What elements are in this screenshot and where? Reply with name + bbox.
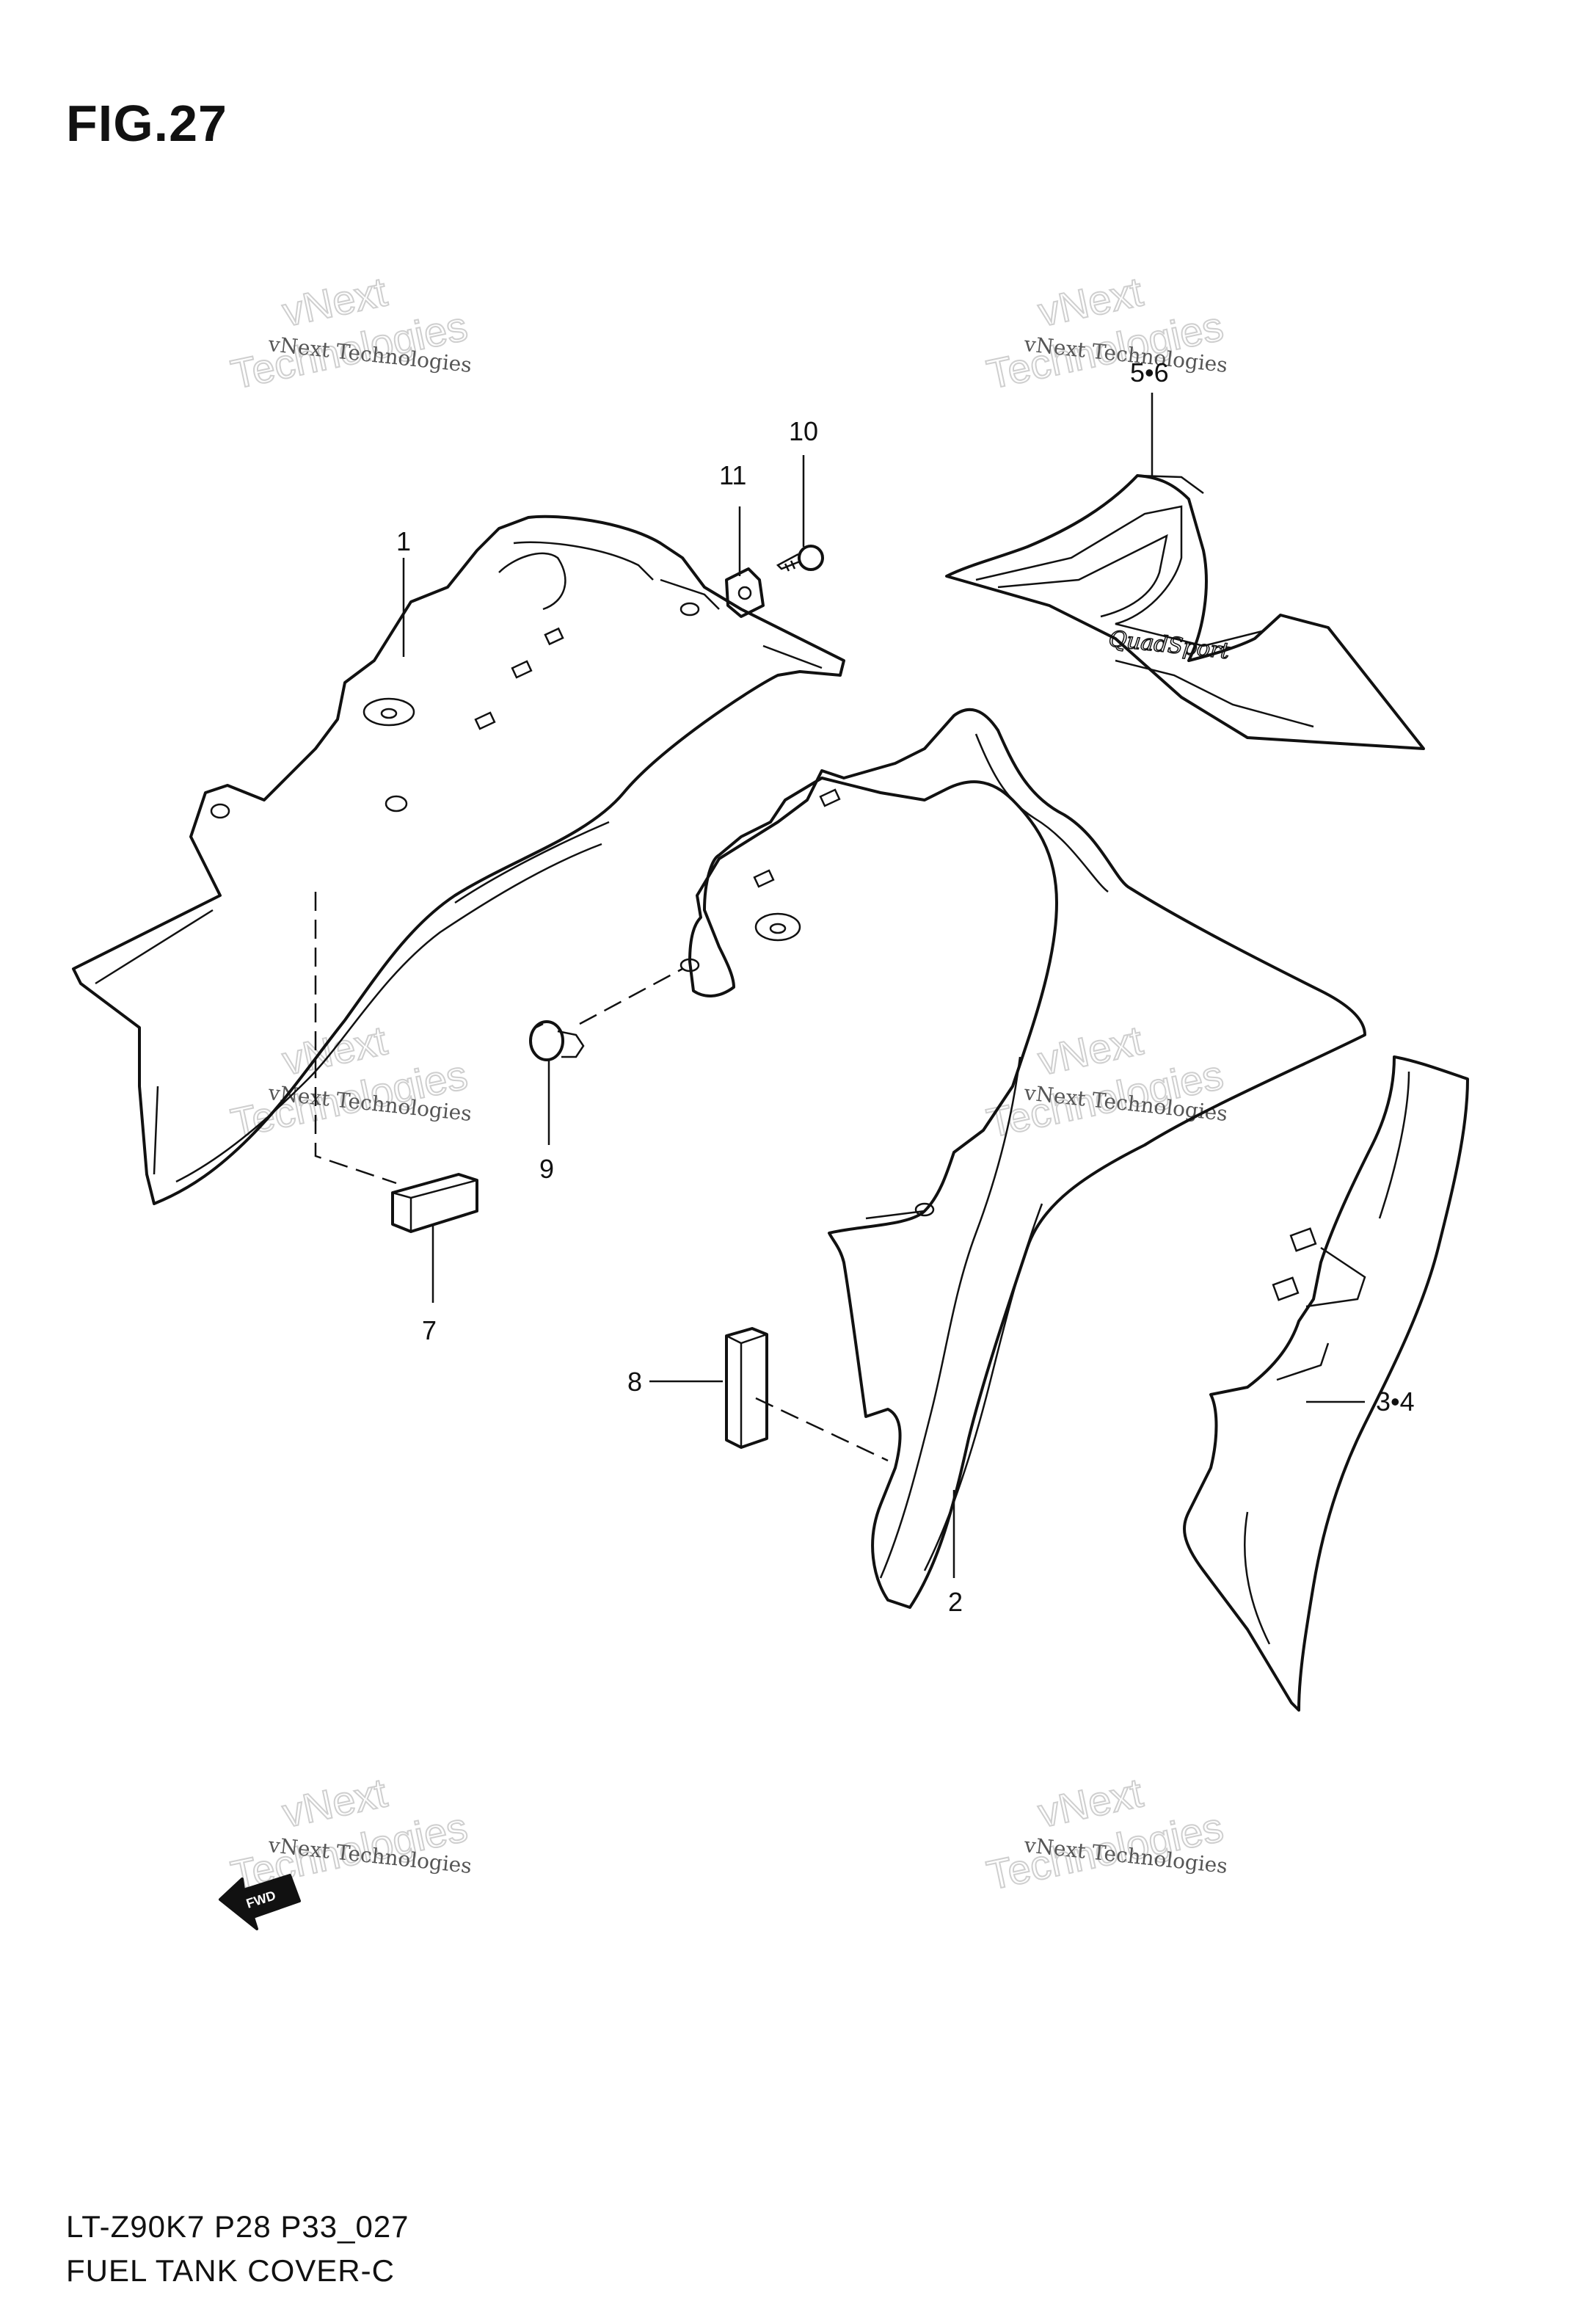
leader-lines xyxy=(402,393,1365,1578)
part-7-cushion xyxy=(391,1173,478,1233)
part-11-nut-clip xyxy=(725,567,765,618)
part-1-left-cover xyxy=(72,515,845,1205)
watermark-top-right: vNext Technologies vNext Technologies xyxy=(982,267,1228,398)
watermark-bottom-left: vNext Technologies vNext Technologies xyxy=(226,1768,473,1899)
part-8-cushion xyxy=(725,1327,768,1449)
part-2-front-cover xyxy=(679,708,1366,1609)
callout-3-4: 3•4 xyxy=(1376,1386,1415,1417)
callout-11: 11 xyxy=(719,460,746,490)
callout-2: 2 xyxy=(948,1587,963,1617)
callout-10: 10 xyxy=(789,416,818,446)
part-10-screw xyxy=(776,545,824,572)
fwd-arrow-icon: FWD xyxy=(219,1874,301,1930)
callout-7: 7 xyxy=(422,1315,437,1345)
callout-8: 8 xyxy=(627,1367,642,1397)
watermark-bottom-right: vNext Technologies vNext Technologies xyxy=(982,1768,1228,1899)
part-5-6-decal: QuadSport xyxy=(945,474,1425,750)
decal-logo-text: QuadSport xyxy=(1107,626,1231,664)
watermark-mid-left: vNext Technologies vNext Technologies xyxy=(226,1016,473,1146)
part-3-4-side-panel xyxy=(1183,1055,1469,1712)
watermark-mid-right: vNext Technologies vNext Technologies xyxy=(982,1016,1228,1146)
model-code: LT-Z90K7 P28 P33_027 xyxy=(66,2209,409,2244)
figure-caption: FUEL TANK COVER-C xyxy=(66,2253,395,2288)
watermark-top-left: vNext Technologies vNext Technologies xyxy=(226,267,473,398)
part-9-clip xyxy=(529,1020,585,1061)
assembly-dashed-lines xyxy=(314,892,889,1462)
callout-labels: 1 11 10 5•6 9 7 8 2 3•4 xyxy=(396,357,1415,1617)
figure-title: FIG.27 xyxy=(66,95,227,152)
callout-1: 1 xyxy=(396,526,411,556)
callout-5-6: 5•6 xyxy=(1130,357,1169,388)
callout-9: 9 xyxy=(539,1154,554,1184)
